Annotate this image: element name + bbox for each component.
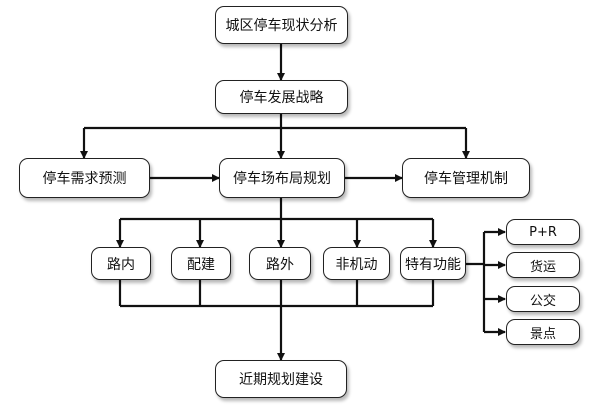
node-status-analysis: 城区停车现状分析: [215, 6, 348, 44]
node-demand-forecast: 停车需求预测: [19, 158, 150, 198]
node-bus: 公交: [506, 286, 580, 312]
node-p-and-r: P+R: [506, 219, 580, 245]
node-special-function: 特有功能: [400, 247, 466, 280]
node-attached: 配建: [171, 247, 231, 280]
node-layout-plan: 停车场布局规划: [219, 158, 345, 198]
node-mgmt-mechanism: 停车管理机制: [402, 158, 530, 198]
node-on-road: 路内: [91, 247, 151, 280]
node-near-term: 近期规划建设: [215, 360, 347, 398]
node-non-motor: 非机动: [323, 247, 390, 280]
node-scenic: 景点: [506, 319, 580, 345]
node-strategy: 停车发展战略: [215, 80, 348, 114]
node-freight: 货运: [506, 252, 580, 278]
node-off-road: 路外: [249, 247, 311, 280]
